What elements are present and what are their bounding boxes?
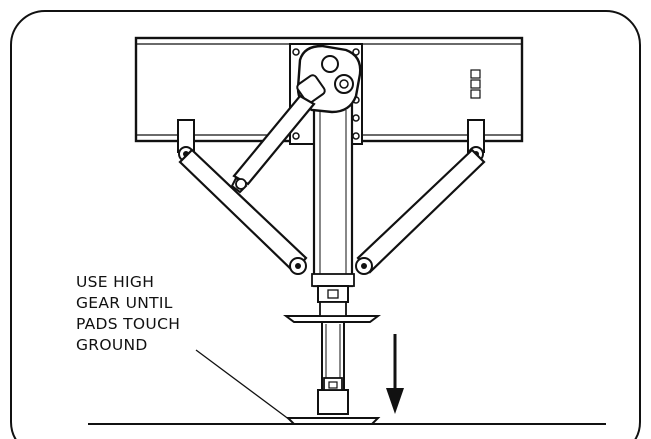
annotation-line-4: GROUND: [76, 336, 148, 354]
gearbox: [296, 44, 362, 114]
crank-handle: [230, 94, 316, 194]
annotation-line-3: PADS TOUCH: [76, 315, 181, 333]
upper-leg: [311, 98, 355, 288]
annotation-leader: [195, 349, 291, 421]
down-arrow-icon: [386, 334, 404, 414]
leg-collar: [317, 285, 349, 303]
left-brace: [178, 148, 308, 275]
annotation-line-2: GEAR UNTIL: [76, 294, 173, 312]
diagram-border: [10, 10, 641, 439]
annotation-line-1: USE HIGH: [76, 273, 155, 291]
upper-pad: [283, 301, 381, 323]
right-brace: [355, 148, 486, 275]
ground-pad: [285, 377, 381, 425]
